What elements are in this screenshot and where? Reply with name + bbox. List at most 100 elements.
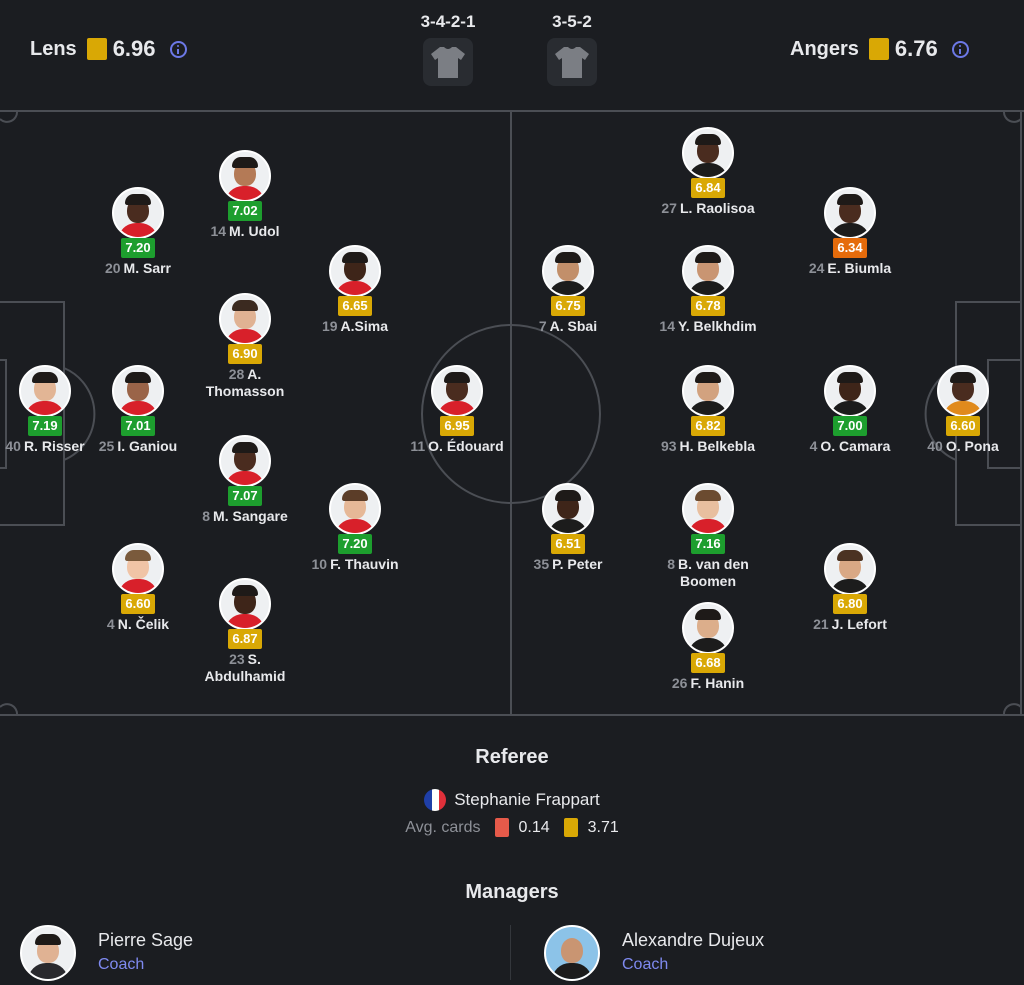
red-card-icon (494, 818, 509, 837)
player-number: 19 (321, 318, 338, 334)
player-number: 10 (311, 556, 328, 572)
player-number: 23 (229, 651, 245, 667)
player-rating: 6.80 (833, 594, 867, 614)
player-number: 20 (104, 260, 121, 276)
player-avatar (542, 245, 594, 297)
player-rating: 6.34 (833, 238, 867, 258)
player-name: H. Belkebla (679, 438, 756, 454)
player-name: I. Ganiou (117, 438, 178, 454)
home-team-name[interactable]: Lens (30, 37, 77, 60)
player-number: 40 (5, 438, 21, 454)
info-icon[interactable] (951, 40, 969, 58)
player-number: 27 (661, 200, 677, 216)
home-kit[interactable] (423, 38, 473, 86)
home-team-rating: 6.96 (112, 36, 156, 61)
home-manager[interactable]: Pierre Sage Coach (20, 925, 193, 981)
player-avatar (682, 365, 734, 417)
away-formation: 3-5-2 (532, 12, 612, 86)
player-name: M. Sangare (213, 508, 288, 524)
referee-row[interactable]: Stephanie Frappart (0, 789, 1024, 811)
avg-cards-label: Avg. cards (405, 818, 481, 836)
player-rating: 6.95 (440, 416, 474, 436)
player-name: O. Édouard (428, 438, 504, 454)
player-name: R. Risser (23, 438, 85, 454)
player-avatar (19, 365, 71, 417)
player-avatar (219, 435, 271, 487)
away-kit[interactable] (547, 38, 597, 86)
player-name: M. Udol (229, 223, 280, 239)
player-avatar (682, 245, 734, 297)
player-rating: 6.90 (228, 344, 262, 364)
player-number: 14 (210, 223, 227, 239)
player-avatar (682, 602, 734, 654)
rating-card-icon (868, 38, 889, 60)
player-name: O. Camara (820, 438, 891, 454)
info-icon[interactable] (169, 40, 187, 58)
player-name: O. Pona (945, 438, 999, 454)
away-team-name[interactable]: Angers (790, 37, 859, 60)
player-name: P. Peter (552, 556, 603, 572)
player-rating: 6.78 (691, 296, 725, 316)
player-name: J. Lefort (831, 616, 887, 632)
player-rating: 7.02 (228, 201, 262, 221)
player-name: F. Hanin (690, 675, 745, 691)
player-avatar (329, 483, 381, 535)
player-rating: 7.07 (228, 486, 262, 506)
away-team: Angers 6.76 (790, 36, 969, 62)
player-rating: 6.65 (338, 296, 372, 316)
player-rating: 7.19 (28, 416, 62, 436)
player-avatar (219, 578, 271, 630)
yellow-card-avg: 3.71 (587, 818, 619, 836)
yellow-card-icon (563, 818, 578, 837)
player-name: S. (247, 651, 261, 667)
player-name: A. Sbai (549, 318, 598, 334)
player-name: M. Sarr (123, 260, 172, 276)
away-manager[interactable]: Alexandre Dujeux Coach (544, 925, 764, 981)
player-name: E. Biumla (827, 260, 892, 276)
referee-title: Referee (475, 746, 549, 768)
referee-name: Stephanie Frappart (454, 790, 600, 809)
home-manager-role: Coach (98, 956, 145, 973)
player-avatar (112, 187, 164, 239)
player-name-cont: Abdulhamid (204, 668, 286, 684)
player-rating: 6.82 (691, 416, 725, 436)
player-name-cont: Thomasson (205, 383, 285, 399)
lineup-header: Lens 6.96 Angers 6.76 3-4-2-1 3-5-2 (0, 0, 1024, 110)
